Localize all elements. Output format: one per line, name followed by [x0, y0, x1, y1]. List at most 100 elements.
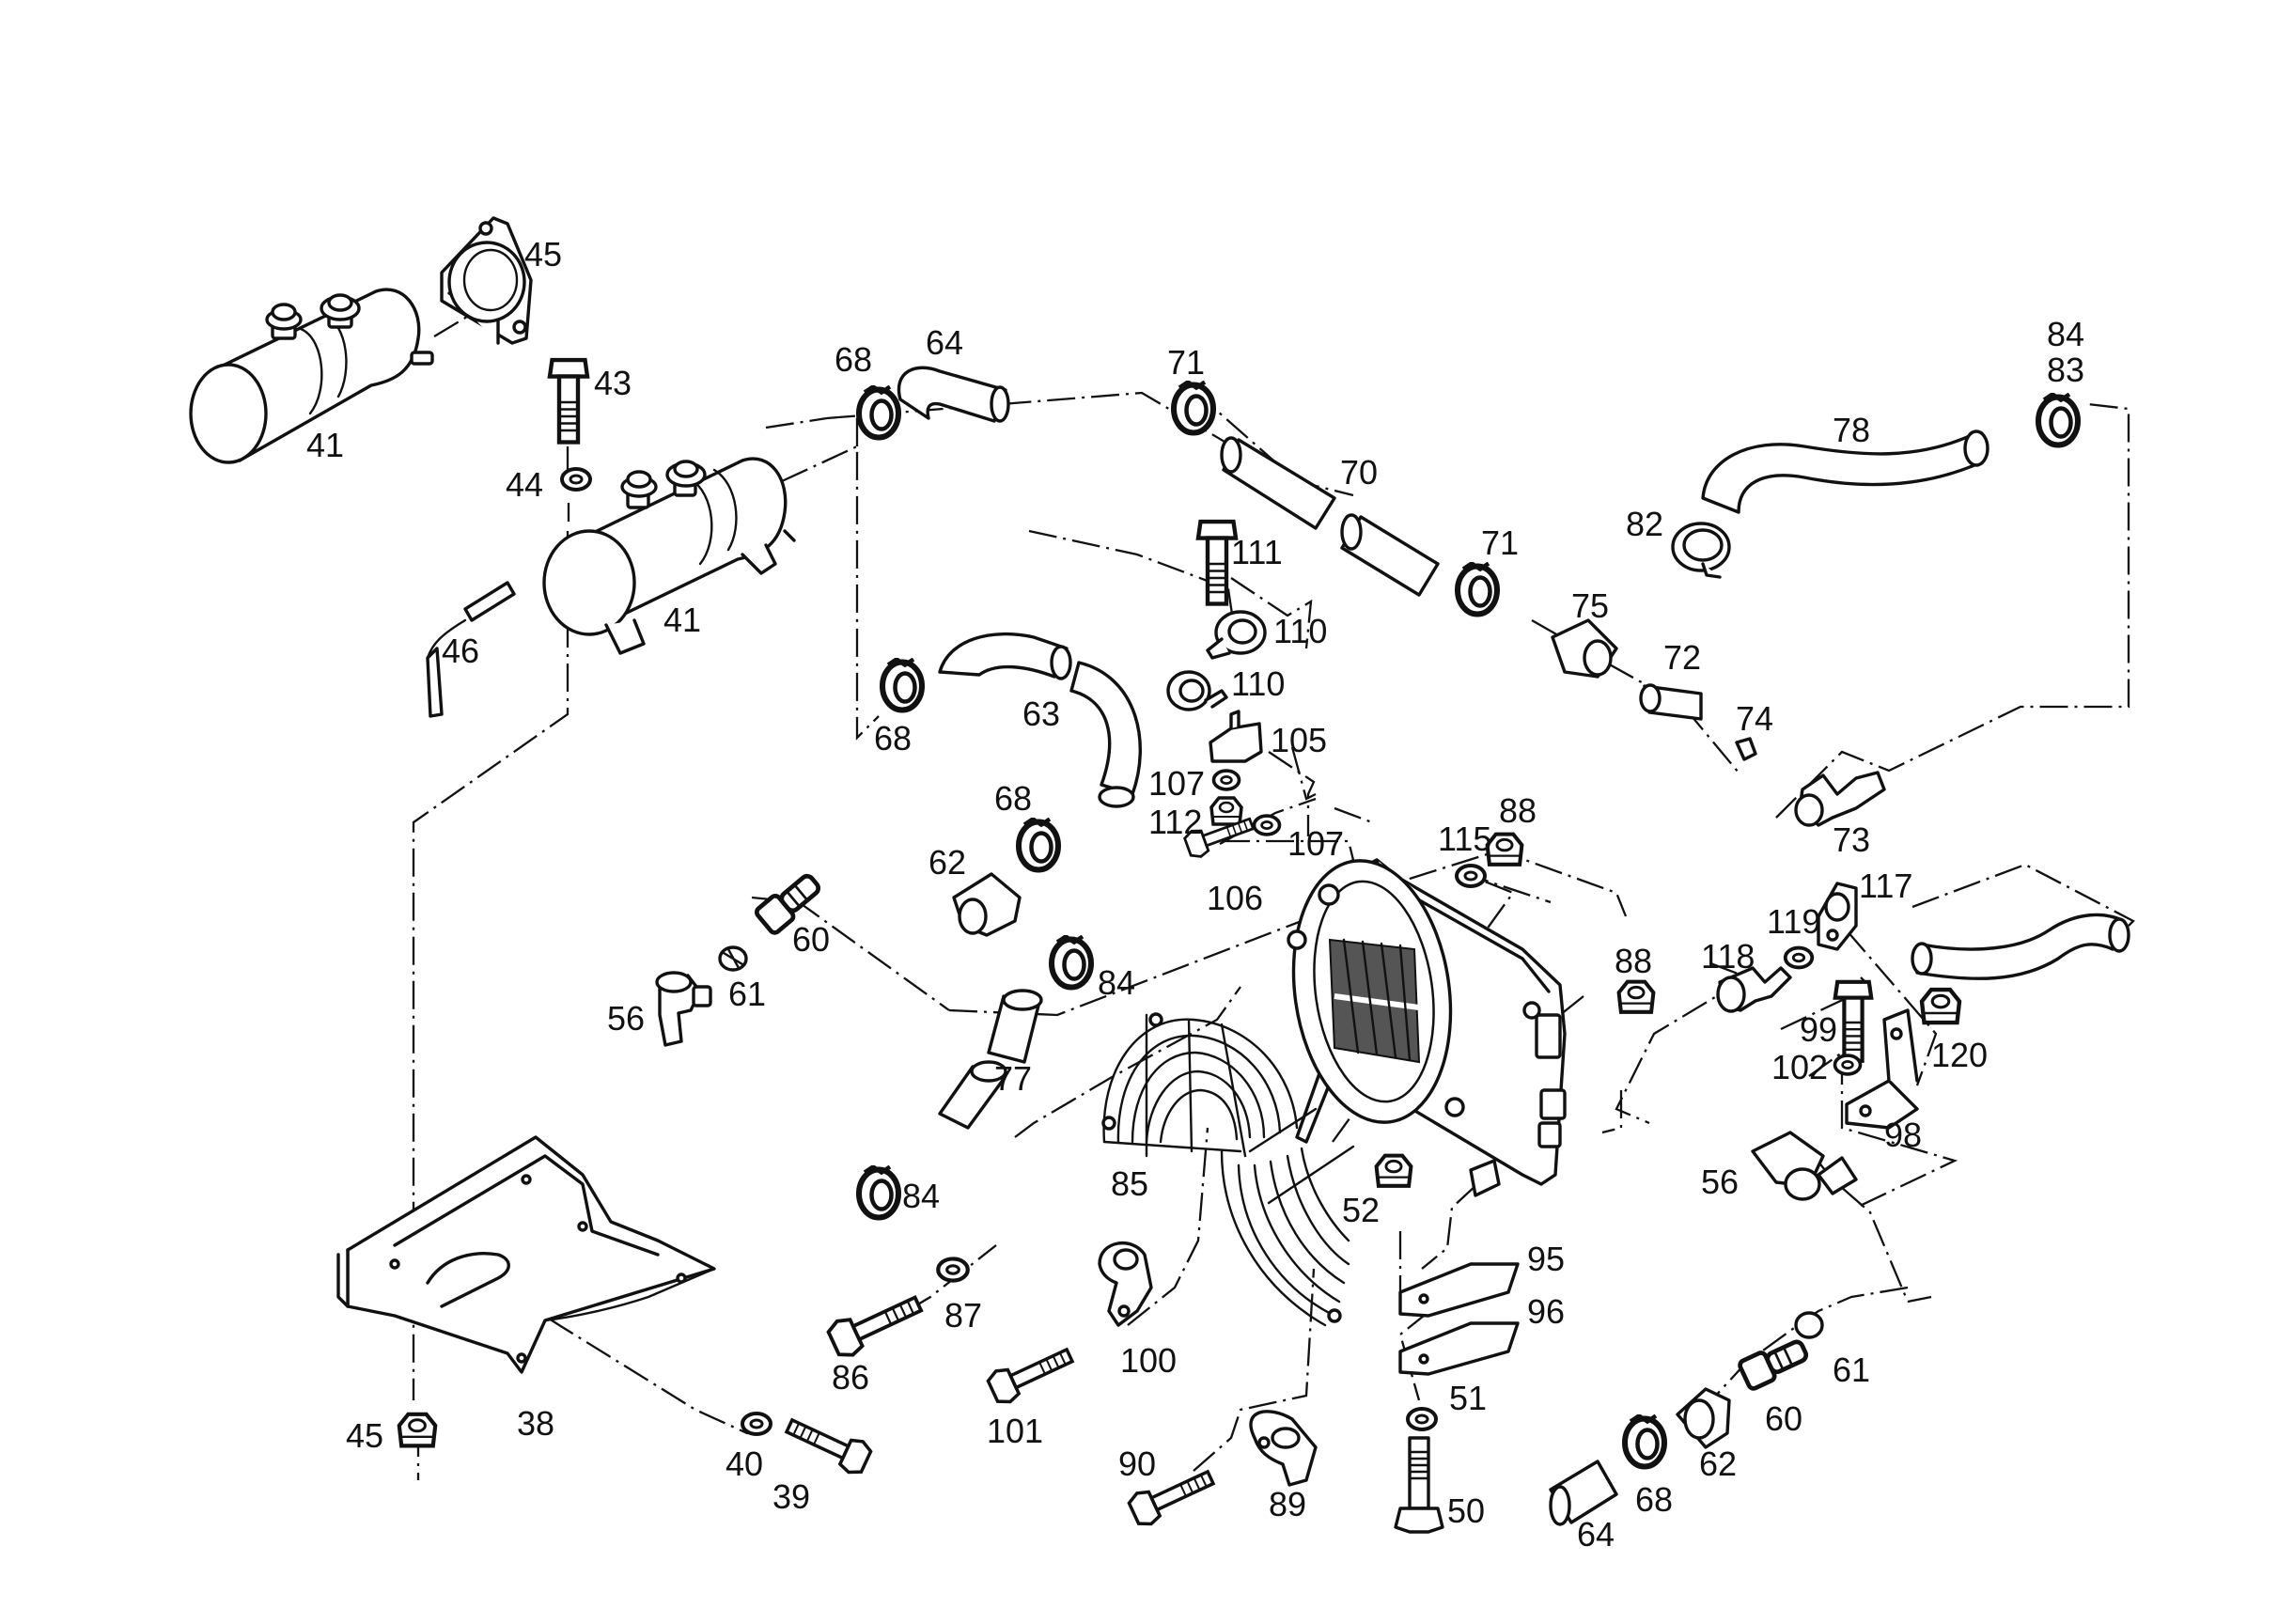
label-118: 118	[1701, 937, 1755, 976]
elbow-fitting-56-left	[655, 971, 712, 1047]
washer-102	[1833, 1054, 1863, 1076]
tee-fitting-56-right	[1751, 1131, 1858, 1201]
bracket-105	[1209, 710, 1263, 763]
label-56-right: 56	[1701, 1163, 1739, 1201]
bolt-118	[1716, 966, 1792, 1013]
lock-washer-107-upper	[1211, 769, 1241, 791]
coupling-62-left	[952, 872, 1022, 937]
p-clamp-117	[1817, 882, 1858, 951]
hose-78	[1701, 429, 1989, 514]
shim-plate-95	[1398, 1262, 1520, 1318]
hose-clamp-82	[1671, 522, 1731, 579]
label-89: 89	[1269, 1485, 1306, 1523]
label-45-upper: 45	[524, 235, 562, 273]
washer-44	[560, 467, 592, 492]
label-83: 83	[2047, 351, 2084, 389]
elbow-fitting-73	[1794, 771, 1886, 827]
label-78: 78	[1833, 411, 1870, 449]
shim-plate-96	[1398, 1321, 1520, 1376]
label-68-top: 68	[835, 340, 872, 379]
hose-clamp-84-lower	[859, 1167, 898, 1218]
label-50: 50	[1447, 1491, 1485, 1530]
label-117: 117	[1859, 867, 1912, 905]
label-110-lower: 110	[1231, 664, 1285, 703]
label-41-upper: 41	[306, 426, 344, 464]
nut-52	[1377, 1156, 1412, 1186]
hose-clamp-71-lower	[1458, 564, 1497, 615]
washer-107-lower	[1252, 814, 1282, 836]
label-70: 70	[1340, 453, 1378, 492]
hose-clamp-68-mid	[882, 660, 922, 710]
bolt-101	[984, 1338, 1079, 1409]
label-60-right: 60	[1765, 1399, 1802, 1438]
label-68-mid: 68	[874, 719, 912, 757]
nut-88-upper	[1488, 835, 1522, 865]
hose-64-upper	[897, 366, 1010, 423]
plug-61-right	[1794, 1311, 1824, 1339]
bolt-50	[1394, 1436, 1444, 1534]
label-74: 74	[1736, 699, 1773, 738]
label-62-left: 62	[928, 843, 966, 882]
label-45-lower: 45	[346, 1416, 383, 1455]
plug-61-left	[718, 945, 748, 972]
label-52: 52	[1342, 1191, 1380, 1229]
mount-bracket	[1469, 1159, 1501, 1197]
fuel-filter-lower	[542, 457, 796, 655]
label-85: 85	[1111, 1164, 1148, 1203]
p-clamp-110-lower	[1166, 670, 1228, 711]
hose-77	[938, 989, 1043, 1130]
label-88-upper: 88	[1499, 791, 1537, 830]
label-84-top: 84	[2047, 315, 2084, 353]
label-71-mid: 71	[1481, 523, 1519, 562]
label-56-left: 56	[607, 999, 645, 1038]
label-100: 100	[1120, 1341, 1177, 1380]
label-77: 77	[994, 1059, 1032, 1098]
fan-guard-85	[1101, 1012, 1355, 1327]
label-107-lower: 107	[1287, 824, 1344, 863]
label-106: 106	[1207, 879, 1263, 917]
label-99: 99	[1800, 1010, 1837, 1049]
fuel-hose-46	[426, 581, 516, 718]
label-44: 44	[506, 465, 543, 504]
label-82: 82	[1626, 505, 1663, 543]
label-110-upper: 110	[1273, 612, 1327, 650]
label-40: 40	[726, 1444, 763, 1483]
hose-63	[938, 632, 1142, 808]
hose-70	[1220, 436, 1440, 597]
radiator-fan-shroud	[1287, 858, 1567, 1186]
label-101: 101	[987, 1412, 1043, 1450]
label-43: 43	[594, 364, 632, 402]
hose-117	[1911, 913, 2130, 980]
label-46: 46	[442, 632, 479, 670]
mounting-tray-38	[336, 1135, 716, 1374]
washer-51	[1406, 1407, 1438, 1431]
label-86: 86	[832, 1358, 869, 1397]
filter-bracket-45	[440, 216, 533, 345]
washer-119	[1783, 945, 1815, 970]
label-88-right: 88	[1615, 942, 1652, 980]
label-90: 90	[1118, 1444, 1156, 1483]
nut-120	[1922, 990, 1959, 1023]
coupling-75	[1551, 618, 1618, 679]
hose-clamp-71-upper	[1174, 383, 1213, 433]
label-63: 63	[1022, 695, 1060, 733]
nut-112	[1209, 796, 1243, 826]
washer-40	[741, 1412, 772, 1436]
label-64-top: 64	[926, 323, 963, 362]
bolt-111	[1198, 522, 1236, 604]
nut-88-right	[1619, 982, 1654, 1012]
label-111: 111	[1231, 533, 1283, 571]
label-68-right: 68	[1635, 1480, 1673, 1519]
hose-clamp-68-upper	[859, 387, 898, 438]
label-84-lower: 84	[902, 1177, 940, 1215]
label-84-mid: 84	[1098, 963, 1135, 1002]
coupling-62-right	[1676, 1387, 1731, 1449]
label-115: 115	[1438, 820, 1491, 858]
label-96: 96	[1527, 1292, 1565, 1331]
p-clamp-100	[1098, 1241, 1153, 1327]
label-61-left: 61	[728, 975, 766, 1013]
hose-64-lower	[1549, 1460, 1618, 1526]
label-61-right: 61	[1833, 1351, 1870, 1389]
hose-clamp-83	[2038, 395, 2078, 445]
